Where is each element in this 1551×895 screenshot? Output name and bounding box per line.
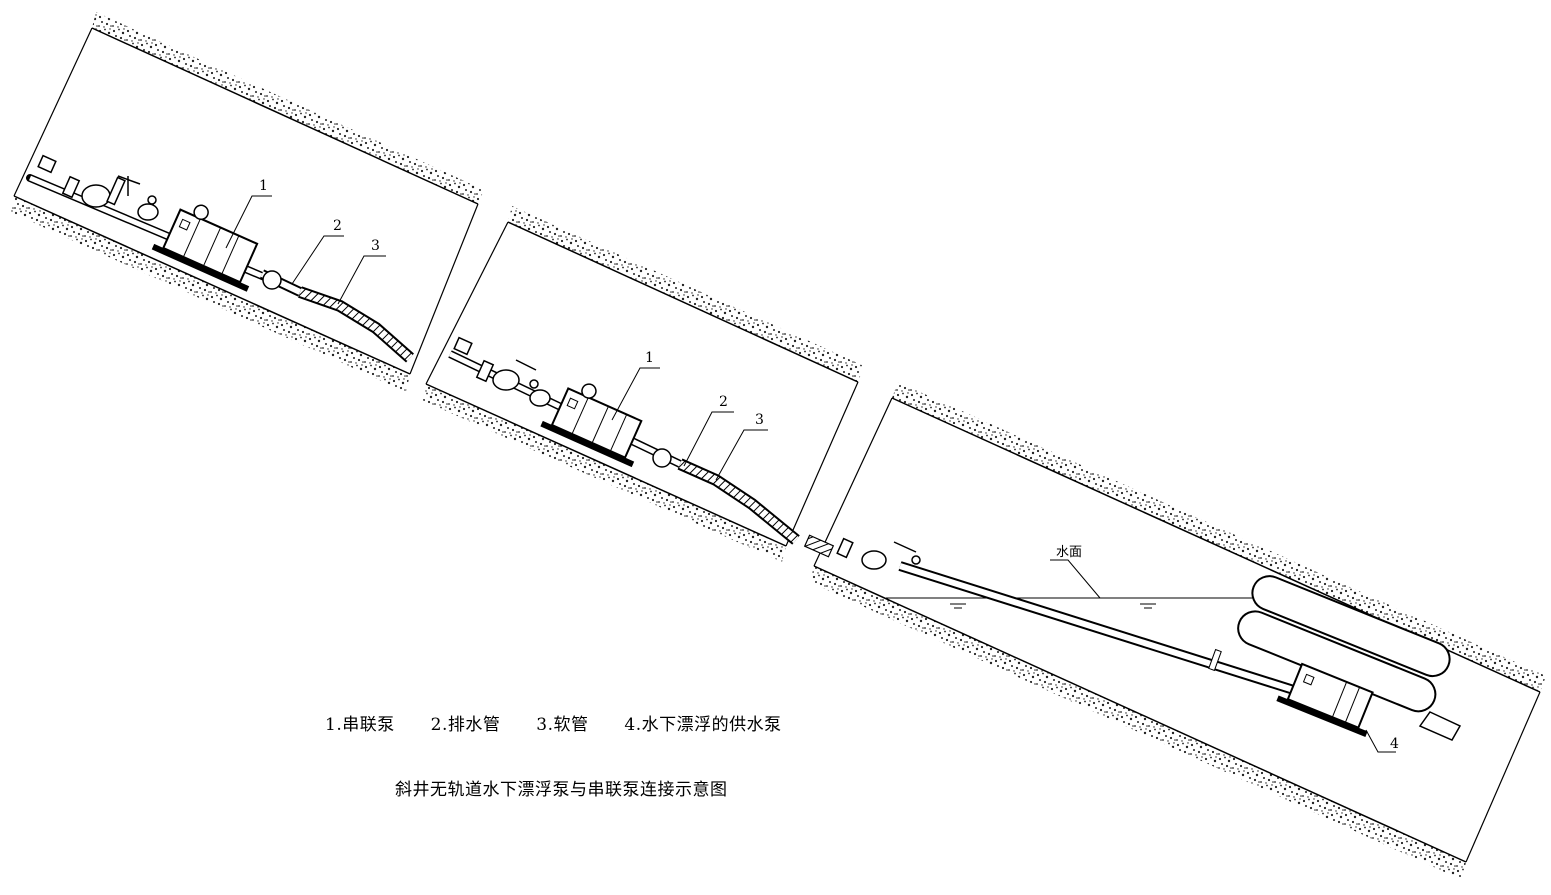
- legend-item-discharge-pipe: 2.排水管: [430, 715, 501, 735]
- valve-group: [37, 154, 159, 221]
- legend: 1.串联泵 2.排水管 3.软管 4.水下漂浮的供水泵: [325, 710, 782, 735]
- valve-group: [453, 336, 551, 407]
- break-line-left: [13, 27, 93, 197]
- roof-rock-band: [92, 12, 484, 204]
- roof-rock-band: [892, 382, 1546, 692]
- water-surface-label: 水面: [1056, 545, 1082, 560]
- callout-3: 3: [371, 238, 380, 254]
- floor-rock-band: [10, 196, 410, 392]
- callout-1: 1: [645, 350, 654, 366]
- legend-item-series-pump: 1.串联泵: [325, 715, 395, 735]
- water-marks: [950, 603, 1306, 609]
- break-line-left: [813, 397, 893, 567]
- callout-2: 2: [719, 394, 728, 410]
- callout-3: 3: [755, 412, 764, 428]
- legend-item-floating-pump: 4.水下漂浮的供水泵: [624, 715, 782, 735]
- break-line-left: [425, 221, 509, 385]
- callout-1: 1: [259, 178, 268, 194]
- valve-group: [836, 537, 921, 570]
- series-pump-1: [540, 383, 643, 468]
- callout-4: 4: [1390, 736, 1399, 752]
- panel-3: 水面 4: [803, 382, 1546, 880]
- break-line-right: [409, 203, 479, 375]
- panel-2: 1 2 3: [422, 206, 864, 562]
- panel-1: 1 2 3: [10, 12, 484, 392]
- break-line-right: [1465, 691, 1541, 863]
- floor-rock-band: [422, 384, 786, 562]
- callout-2: 2: [333, 218, 342, 234]
- break-line-right: [785, 381, 859, 547]
- diagram-caption: 斜井无轨道水下漂浮泵与串联泵连接示意图: [395, 780, 728, 800]
- floating-supply-pump-4: [1237, 575, 1462, 741]
- legend-item-hose: 3.软管: [536, 715, 589, 735]
- floor-rock-band: [810, 566, 1466, 880]
- roof-rock-band: [508, 206, 864, 382]
- series-pump-1: [151, 204, 259, 292]
